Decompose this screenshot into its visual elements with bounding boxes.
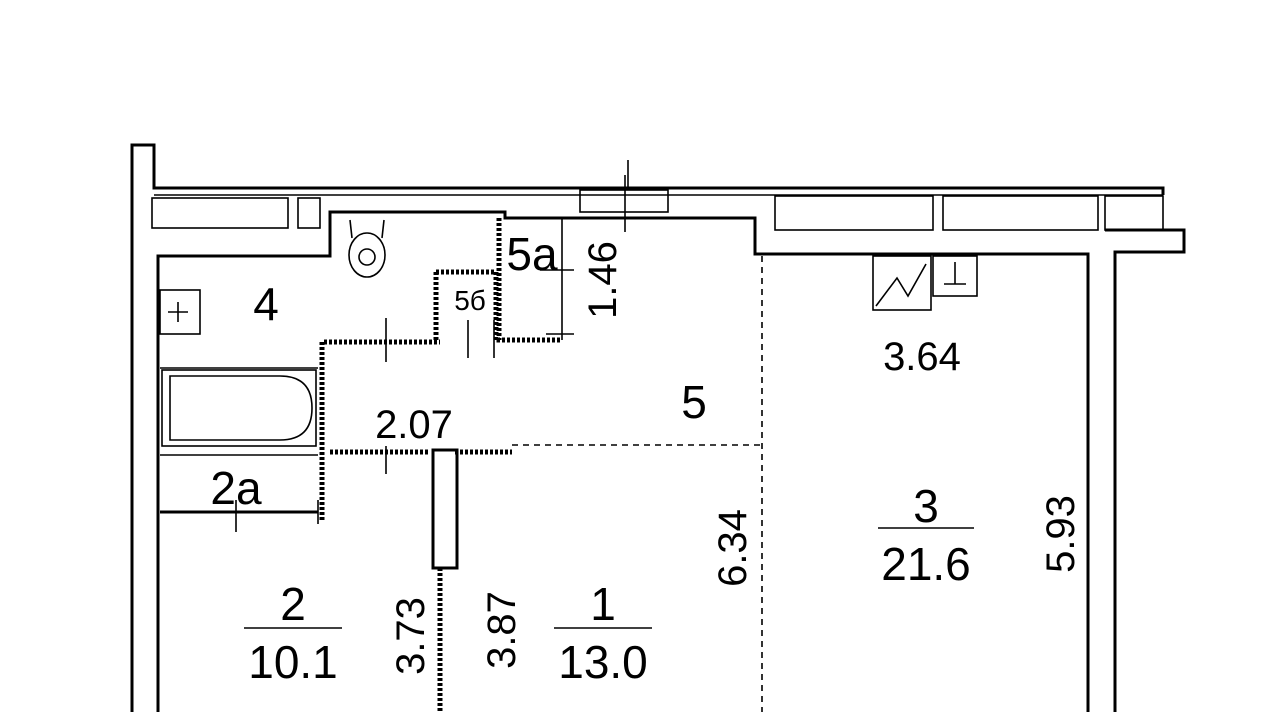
room-3-area: 21.6 [881, 538, 971, 590]
dimension-1-46: 1.46 [581, 241, 625, 319]
dimension-6-34: 6.34 [711, 509, 755, 587]
walls [130, 143, 1186, 712]
dimension-3-73: 3.73 [389, 597, 433, 675]
room-5-number: 5 [681, 376, 707, 428]
toilet-icon [348, 219, 386, 278]
partitions [160, 217, 574, 712]
zone-boundaries [512, 256, 763, 712]
stove-icon [872, 255, 932, 311]
room-5a-number: 5a [506, 228, 558, 280]
room-3-number: 3 [913, 480, 939, 532]
dimension-2-07: 2.07 [375, 403, 453, 447]
room-2a-number: 2a [210, 462, 262, 514]
dimension-5-93: 5.93 [1039, 495, 1083, 573]
room-2-number: 2 [280, 578, 306, 630]
room-2-area: 10.1 [248, 636, 338, 688]
area-fraction-lines [244, 527, 974, 629]
electrical-outlet-icon [159, 289, 201, 335]
column [431, 448, 459, 570]
dimension-3-64: 3.64 [883, 335, 961, 379]
bathtub-icon [161, 369, 317, 447]
radiator-icon [932, 255, 978, 297]
room-5b-number: 5б [454, 285, 486, 316]
room-4-number: 4 [253, 278, 279, 330]
dimension-3-87: 3.87 [480, 591, 524, 669]
room-1-number: 1 [590, 578, 616, 630]
room-1-area: 13.0 [558, 636, 648, 688]
dimension-ticks [235, 175, 626, 532]
